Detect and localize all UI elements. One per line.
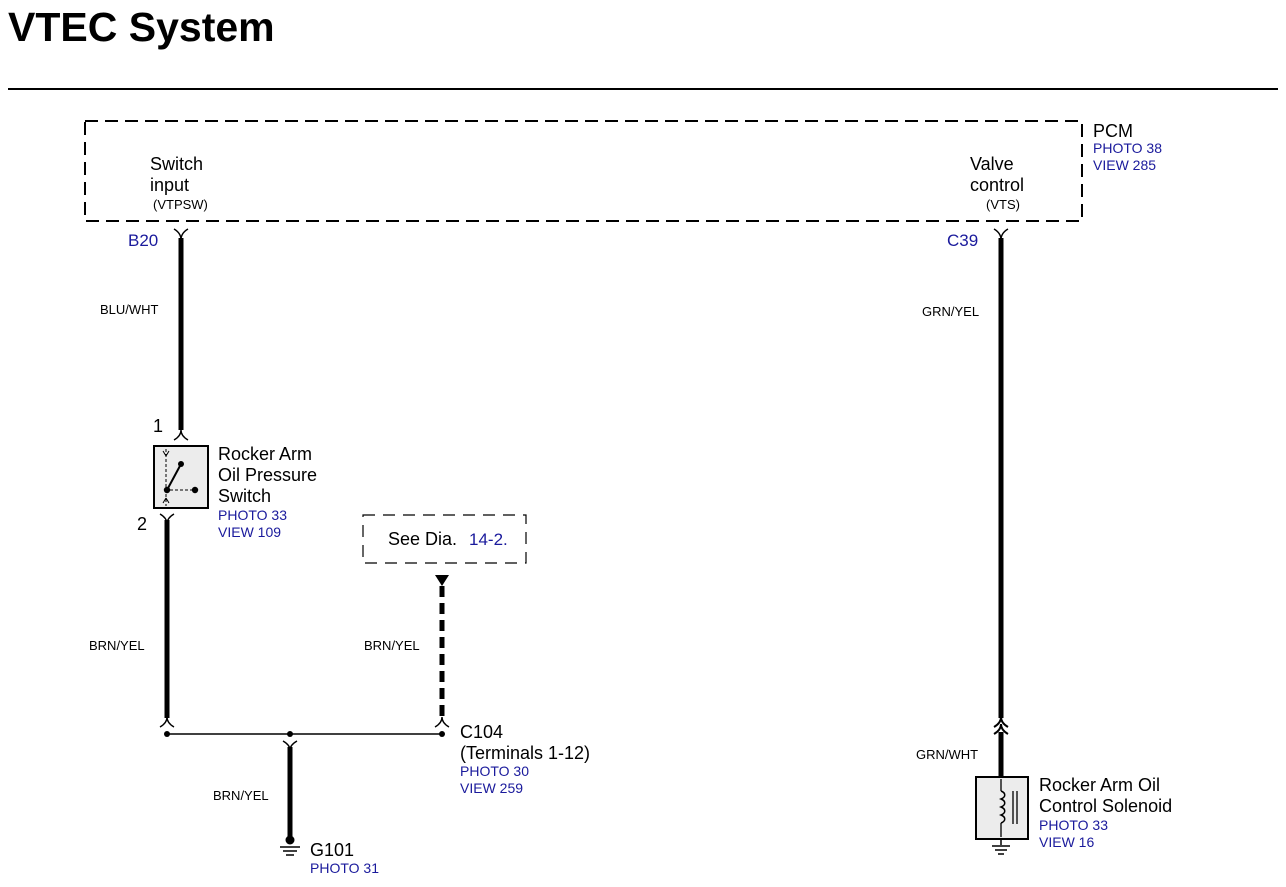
c104-photo: PHOTO 30 — [460, 763, 529, 779]
valve-control-label-2: control — [970, 175, 1024, 195]
see-dia-box — [362, 514, 527, 564]
splice-dot-left — [164, 731, 170, 737]
c104-left-connector-icon — [159, 716, 175, 728]
oil-pressure-switch-body — [153, 445, 209, 509]
see-dia-link[interactable]: 14-2. — [469, 530, 508, 549]
splice-dot-center — [287, 731, 293, 737]
splice-dot-right — [439, 731, 445, 737]
oil-pressure-switch-view: VIEW 109 — [218, 524, 281, 540]
pcm-label: PCM — [1093, 121, 1133, 141]
oil-pressure-switch-label-3: Switch — [218, 486, 271, 506]
g101-label: G101 — [310, 840, 354, 860]
switch-contact-icon — [162, 449, 199, 506]
pin-c39: C39 — [947, 231, 978, 250]
oil-pressure-switch-photo: PHOTO 33 — [218, 507, 287, 523]
see-dia-text: See Dia. — [388, 529, 457, 549]
c104-label: C104 — [460, 722, 503, 742]
switch-input-label-2: input — [150, 175, 189, 195]
arrow-down-icon — [435, 575, 449, 586]
valve-control-label-1: Valve — [970, 154, 1014, 174]
c104-right-connector-icon — [434, 716, 450, 728]
oil-pressure-switch-label-2: Oil Pressure — [218, 465, 317, 485]
wire-label-brn-yel-dashed: BRN/YEL — [364, 638, 420, 653]
vtpsw-signal: (VTPSW) — [153, 197, 208, 212]
wire-label-brn-yel-left: BRN/YEL — [89, 638, 145, 653]
switch-pin-1: 1 — [153, 416, 163, 436]
coil-icon — [998, 779, 1018, 837]
wire-label-blu-wht: BLU/WHT — [100, 302, 159, 317]
vts-signal: (VTS) — [986, 197, 1020, 212]
solenoid-label-1: Rocker Arm Oil — [1039, 775, 1160, 795]
solenoid-photo: PHOTO 33 — [1039, 817, 1108, 833]
g101-photo: PHOTO 31 — [310, 860, 379, 876]
wire-label-grn-yel: GRN/YEL — [922, 304, 979, 319]
oil-pressure-switch-label-1: Rocker Arm — [218, 444, 312, 464]
c104-terminals: (Terminals 1-12) — [460, 743, 590, 763]
solenoid-view: VIEW 16 — [1039, 834, 1094, 850]
solenoid-ground-icon — [992, 839, 1010, 855]
pcm-box — [84, 120, 1083, 222]
wire-label-brn-yel-ground: BRN/YEL — [213, 788, 269, 803]
page-title: VTEC System — [8, 4, 275, 50]
switch-pin1-connector-icon — [173, 429, 189, 441]
inline-connector-icon — [993, 716, 1009, 735]
pin-b20: B20 — [128, 231, 158, 250]
solenoid-label-2: Control Solenoid — [1039, 796, 1172, 816]
pcm-photo-ref: PHOTO 38 — [1093, 140, 1162, 156]
switch-pin-2: 2 — [137, 514, 147, 534]
ground-icon — [280, 835, 300, 856]
switch-input-label-1: Switch — [150, 154, 203, 174]
pcm-view-ref: VIEW 285 — [1093, 157, 1156, 173]
c104-view: VIEW 259 — [460, 780, 523, 796]
wire-label-grn-wht: GRN/WHT — [916, 747, 978, 762]
